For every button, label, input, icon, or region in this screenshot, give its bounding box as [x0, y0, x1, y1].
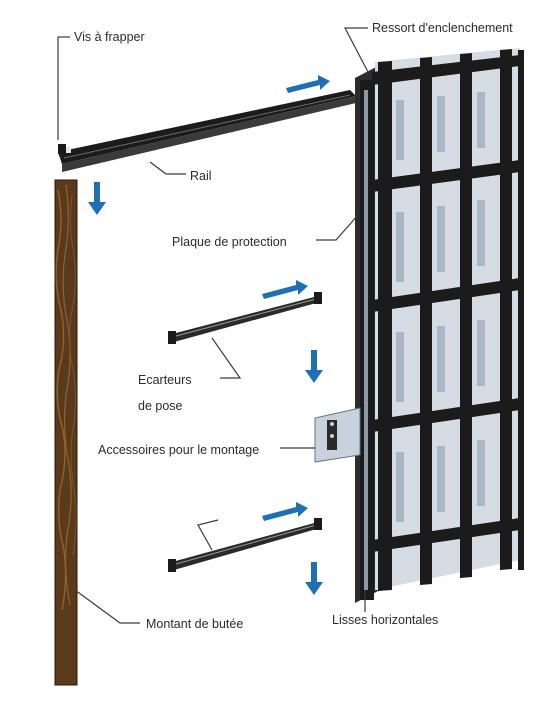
- door-frame-cassette: [355, 48, 524, 603]
- label-de-pose: de pose: [138, 399, 183, 413]
- arrow-down-icon: [305, 562, 323, 595]
- ecarteur-lower: [168, 518, 322, 572]
- rail: [58, 90, 356, 172]
- arrow-right-icon: [286, 75, 330, 93]
- leader-lines: [57, 27, 369, 624]
- arrow-right-icon: [262, 280, 308, 299]
- label-accessoires-pour-le-montage: Accessoires pour le montage: [98, 443, 259, 457]
- label-montant-de-butee: Montant de butée: [146, 617, 243, 631]
- label-lisses-horizontales: Lisses horizontales: [332, 613, 438, 627]
- montant-de-butee-post: [54, 179, 78, 686]
- accessoires-bracket: [314, 407, 361, 463]
- label-plaque-de-protection: Plaque de protection: [172, 235, 287, 249]
- label-ressort-d-enclenchement: Ressort d'enclenchement: [372, 21, 513, 35]
- ecarteur-upper: [168, 292, 322, 344]
- label-ecarteurs: Ecarteurs: [138, 373, 192, 387]
- label-rail: Rail: [190, 169, 212, 183]
- arrow-right-icon: [262, 502, 308, 521]
- arrow-down-icon: [305, 350, 323, 383]
- label-vis-a-frapper: Vis à frapper: [74, 30, 145, 44]
- arrow-down-icon: [88, 182, 106, 215]
